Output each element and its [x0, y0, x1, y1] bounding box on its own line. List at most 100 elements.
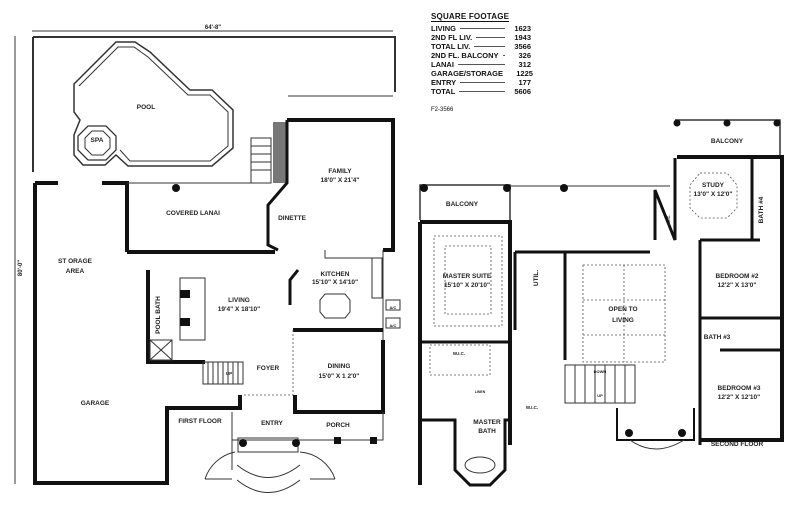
master-bath-wall: [420, 418, 510, 487]
kitchen-wall: [288, 269, 300, 305]
study-octagon: [689, 172, 738, 219]
pool-bath-wall: [127, 250, 275, 364]
second-floor-stairs: [564, 364, 636, 404]
sqft-label: TOTAL LIV.: [431, 42, 471, 51]
kitchen-counter: [324, 250, 384, 340]
kitchen-label: KITCHEN: [321, 271, 350, 278]
sqft-row-2nd-fl-liv: 2ND FL LIV. 1943: [431, 33, 531, 42]
living-size: 19'4" X 18'10": [218, 306, 261, 313]
dining-label: DINING: [328, 363, 351, 370]
first-floor-plan: 64'-8" 80'-0" POOL SPA FAMILY 18'0" X 21…: [14, 25, 401, 493]
sqft-label: GARAGE/STORAGE: [431, 69, 503, 78]
master-wic-shelves: [429, 344, 491, 376]
open-to-label: OPEN TO: [608, 306, 637, 313]
pool-bath-label: POOL BATH: [155, 296, 162, 334]
sqft-label: TOTAL: [431, 87, 456, 96]
planter: [273, 122, 287, 183]
family-wall: [287, 118, 395, 252]
stairs-down-label: DOWN: [594, 369, 607, 374]
kitchen-size: 15'10" X 14'10": [312, 279, 358, 286]
master-wic-label: W.I.C.: [453, 351, 465, 356]
study-size: 13'0" X 12'0": [694, 191, 733, 198]
sqft-value: 5606: [514, 87, 531, 96]
garage-wall: [33, 183, 242, 485]
pool-label: POOL: [137, 104, 155, 111]
ac-label: A/C: [390, 305, 397, 310]
entry-label: ENTRY: [261, 420, 283, 427]
bath3-label: BATH #3: [704, 334, 731, 341]
lanai-steps: [250, 137, 272, 184]
family-label: FAMILY: [328, 168, 352, 175]
ac-unit: [385, 317, 401, 329]
sqft-label: LANAI: [431, 60, 454, 69]
sqft-row-total-liv: TOTAL LIV. 3566: [431, 42, 531, 51]
depth-dimension: 80'-0": [18, 260, 24, 276]
spa-label: SPA: [91, 137, 104, 144]
family-size: 18'0" X 21'4": [321, 177, 360, 184]
bedroom2-label: BEDROOM #2: [716, 273, 759, 280]
first-floor-title: FIRST FLOOR: [178, 418, 222, 425]
bedroom-walls: [698, 157, 782, 445]
dinette-label: DINETTE: [278, 215, 306, 222]
storage-label: ST ORAGE: [58, 258, 93, 265]
sqft-row-balcony: 2ND FL. BALCONY 326: [431, 51, 531, 60]
bedroom2-size: 12'2" X 13'0": [718, 282, 757, 289]
sqft-label: ENTRY: [431, 78, 457, 87]
sqft-label: 2ND FL LIV.: [431, 33, 473, 42]
sqft-row-entry: ENTRY 177: [431, 78, 531, 87]
study-label: STUDY: [702, 182, 725, 189]
fireplace: [179, 277, 206, 341]
sqft-label: 2ND FL. BALCONY: [431, 51, 499, 60]
balcony-right-label: BALCONY: [711, 138, 744, 145]
stairs-up-label: UP: [597, 393, 603, 398]
sqft-value: 326: [518, 51, 531, 60]
ac-unit: [385, 299, 401, 311]
master-suite-size: 15'10" X 20'10": [444, 282, 490, 289]
master-bath-label: MASTER: [473, 419, 501, 426]
stairs-up-label: UP: [226, 371, 232, 376]
storage-area-label: AREA: [66, 268, 85, 275]
shower: [149, 339, 173, 361]
sqft-row-total: TOTAL 5606: [431, 87, 531, 96]
sqft-value: 177: [518, 78, 531, 87]
covered-lanai-label: COVERED LANAI: [166, 210, 220, 217]
linen-label: LINEN: [475, 390, 486, 394]
plan-code: F2-3566: [431, 107, 454, 113]
pool-outline: [73, 41, 234, 167]
util-wall: [513, 250, 650, 360]
dinette-wall: [266, 120, 289, 252]
living-label: LIVING: [228, 297, 250, 304]
study-wic-label: W.I.C.: [666, 215, 671, 226]
square-footage-title: SQUARE FOOTAGE: [431, 12, 510, 22]
study-wall: [653, 158, 677, 241]
bath-wic-label: W.I.C.: [526, 405, 538, 410]
kitchen-island: [319, 293, 351, 319]
sqft-value: 1943: [514, 33, 531, 42]
master-bath-label-2: BATH: [478, 428, 496, 435]
util-label: UTIL.: [533, 270, 540, 286]
dining-wall: [293, 340, 385, 414]
curved-entry-steps: [204, 451, 336, 480]
sqft-label: LIVING: [431, 24, 457, 33]
garage-label: GARAGE: [81, 400, 110, 407]
foyer-stairs: [202, 361, 244, 385]
right-balcony-rail: [675, 119, 781, 155]
open-living-label: LIVING: [612, 317, 634, 324]
storage-wall: [35, 181, 129, 252]
spa-outline: [77, 125, 117, 161]
bedroom3-size: 12'2" X 12'10": [718, 394, 761, 401]
bedroom3-label: BEDROOM #3: [718, 385, 761, 392]
second-floor-title: SECOND FLOOR: [711, 441, 764, 448]
porch-outline: [231, 412, 384, 470]
master-suite-label: MASTER SUITE: [443, 273, 492, 280]
balcony-left-label: BALCONY: [446, 201, 479, 208]
sqft-value: 3566: [514, 42, 531, 51]
left-balcony-rail: [419, 184, 511, 220]
front-balcony: [616, 408, 695, 441]
foyer-label: FOYER: [257, 365, 280, 372]
master-suite-wall: [418, 220, 512, 485]
